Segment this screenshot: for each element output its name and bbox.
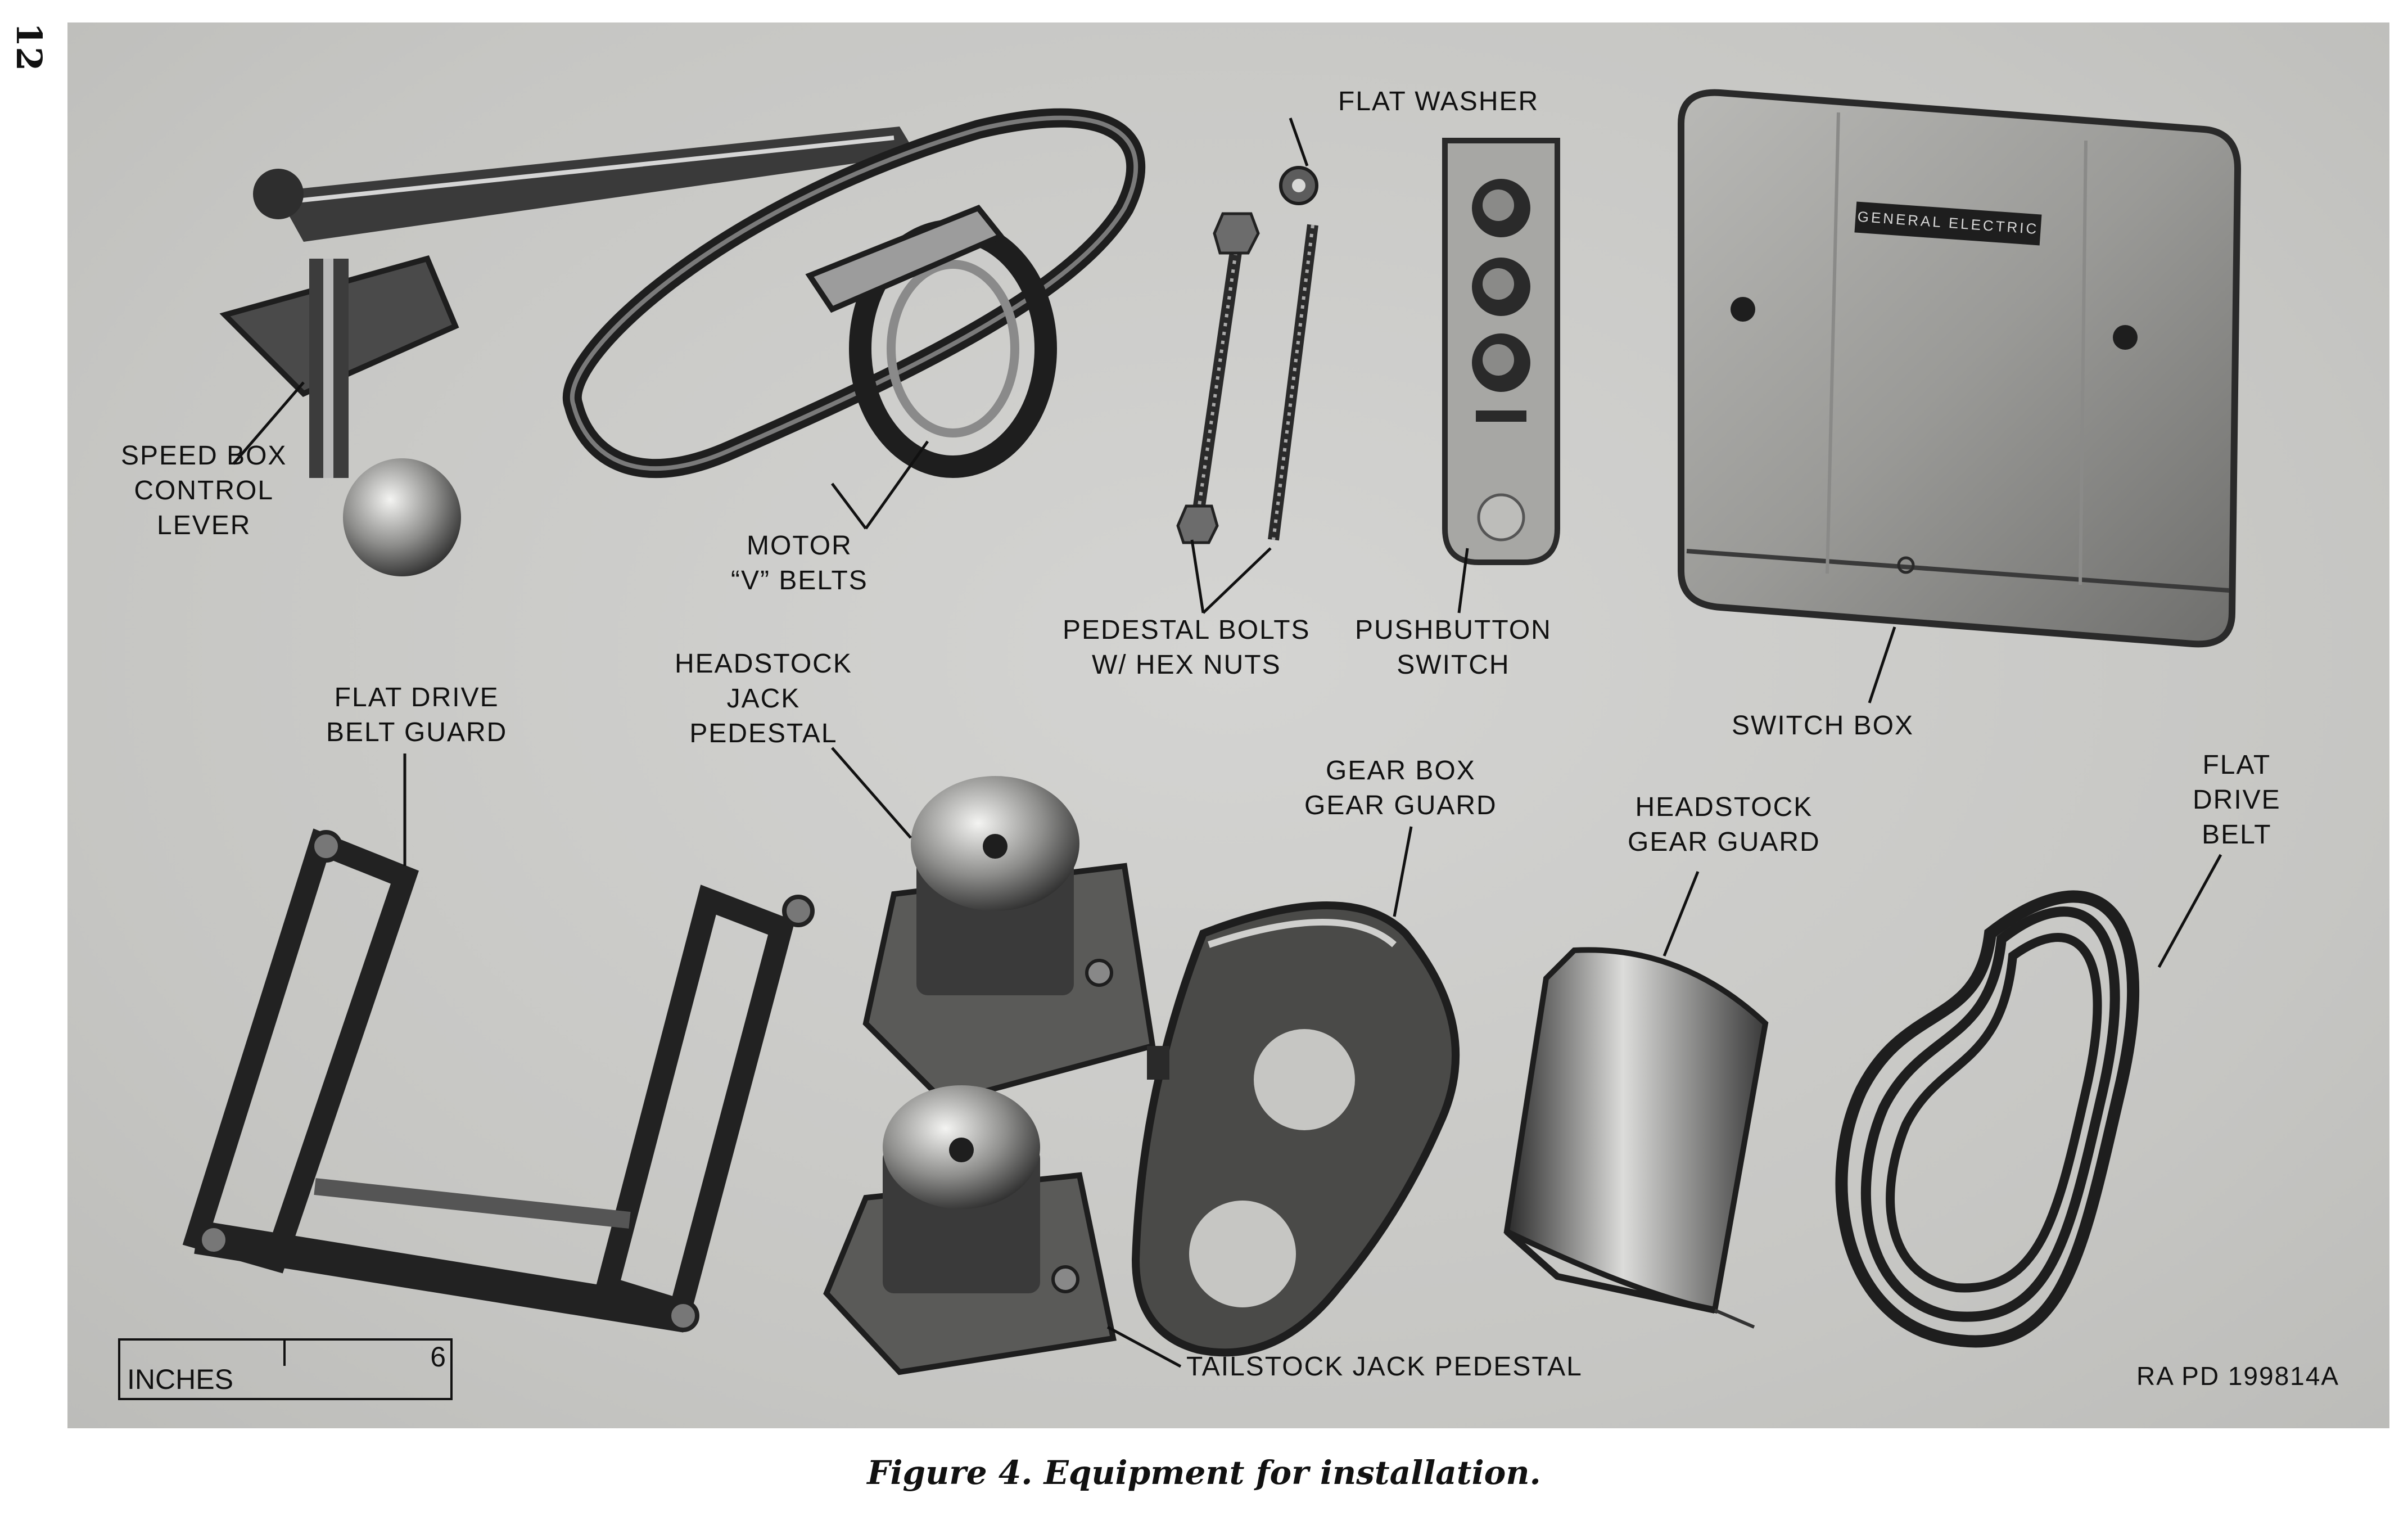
- label-line: CONTROL: [134, 476, 274, 506]
- label-line: W/ HEX NUTS: [1091, 650, 1281, 680]
- label-line: SWITCH: [1397, 650, 1510, 680]
- label-line: GEAR BOX: [1325, 756, 1476, 786]
- label-line: GEAR GUARD: [1628, 827, 1820, 857]
- equipment-photo: GENERAL ELECTRIC: [67, 22, 2389, 1428]
- headstock-gear-guard: [1503, 947, 1769, 1329]
- label-gear-box-gear-guard: GEAR BOX GEAR GUARD: [1304, 754, 1497, 823]
- label-flat-drive-belt-guard: FLAT DRIVE BELT GUARD: [326, 680, 507, 750]
- label-line: MOTOR: [747, 531, 852, 561]
- inch-scale: INCHES 6: [118, 1338, 453, 1400]
- label-line: JACK: [726, 684, 801, 714]
- gear-box-gear-guard: [1131, 901, 1460, 1357]
- pedestal-bolts-with-hex-nuts: [1176, 212, 1318, 544]
- label-line: PEDESTAL BOLTS: [1063, 615, 1311, 645]
- scale-tick: [283, 1341, 286, 1366]
- scale-label: INCHES: [127, 1364, 233, 1395]
- label-motor-v-belts: MOTOR “V” BELTS: [731, 529, 868, 598]
- label-flat-washer: FLAT WASHER: [1338, 87, 1539, 116]
- label-switch-box: SWITCH BOX: [1732, 711, 1914, 741]
- label-line: LEVER: [157, 511, 251, 540]
- speed-box-control-lever: [219, 127, 916, 576]
- label-line: SPEED BOX: [121, 441, 287, 471]
- tailstock-jack-pedestal: [823, 1085, 1117, 1375]
- leader-lines: [232, 118, 2222, 1368]
- label-line: “V” BELTS: [731, 566, 868, 595]
- label-pedestal-bolts: PEDESTAL BOLTS W/ HEX NUTS: [1063, 613, 1311, 683]
- scale-value: 6: [430, 1341, 446, 1373]
- label-line: FLAT: [2202, 750, 2271, 780]
- label-line: BELT: [2202, 820, 2272, 850]
- flat-drive-belt-guard: [182, 828, 815, 1333]
- motor-v-belts: [562, 108, 1146, 479]
- headstock-jack-pedestal: [862, 776, 1156, 1106]
- label-flat-drive-belt: FLAT DRIVE BELT: [2193, 748, 2281, 852]
- label-line: HEADSTOCK: [1635, 792, 1813, 822]
- label-pushbutton-switch: PUSHBUTTON SWITCH: [1355, 613, 1552, 683]
- pushbutton-switch: [1442, 138, 1560, 565]
- label-line: BELT GUARD: [326, 718, 508, 747]
- reference-code: RA PD 199814A: [2136, 1361, 2340, 1391]
- switch-box: GENERAL ELECTRIC: [1678, 89, 2242, 648]
- flat-drive-belt: [1835, 890, 2140, 1348]
- figure-caption: Figure 4. Equipment for installation.: [867, 1454, 1541, 1492]
- label-headstock-jack-pedestal: HEADSTOCK JACK PEDESTAL: [675, 647, 852, 751]
- equipment-illustration: GENERAL ELECTRIC: [182, 89, 2242, 1375]
- page-number: 12: [8, 22, 49, 71]
- label-line: PUSHBUTTON: [1355, 615, 1552, 645]
- label-line: GEAR GUARD: [1304, 791, 1497, 820]
- label-headstock-gear-guard: HEADSTOCK GEAR GUARD: [1628, 790, 1820, 860]
- label-tailstock-jack-pedestal: TAILSTOCK JACK PEDESTAL: [1186, 1352, 1583, 1382]
- label-line: FLAT DRIVE: [334, 683, 499, 712]
- label-line: HEADSTOCK: [675, 649, 852, 679]
- flat-washer: [1279, 166, 1318, 205]
- label-line: PEDESTAL: [689, 719, 838, 748]
- label-line: DRIVE: [2193, 785, 2281, 815]
- label-speed-box-control-lever: SPEED BOX CONTROL LEVER: [121, 439, 287, 543]
